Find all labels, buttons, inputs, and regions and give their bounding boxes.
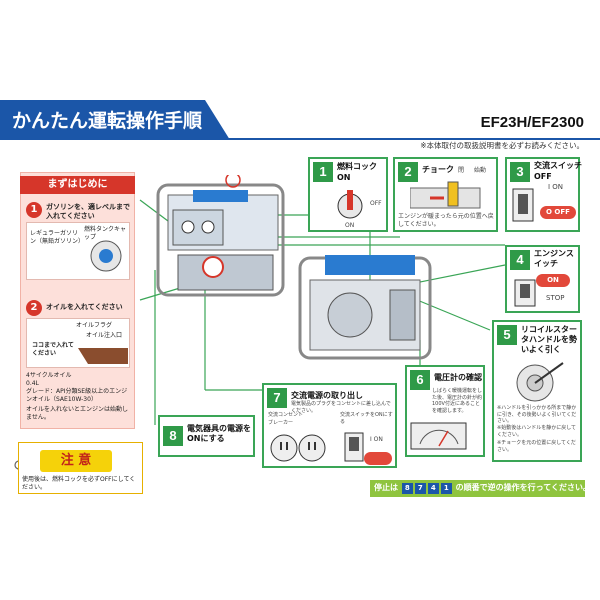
step-7-note: 電気製品のプラグをコンセントに差し込んでください。 — [291, 401, 391, 414]
choke-open-label: 始動 — [474, 167, 487, 174]
step-8-number: 8 — [163, 426, 183, 446]
fuel-cap-icon — [90, 240, 122, 272]
oil-fill-note: ココまで入れてください — [32, 342, 74, 357]
first-step-2-title: オイルを入れてください — [46, 303, 123, 311]
first-step-1-number: 1 — [26, 202, 42, 218]
step-1-off-label: OFF — [370, 200, 382, 207]
recoil-starter-icon — [516, 362, 564, 402]
step-1-state: ON — [337, 173, 351, 182]
caution-title: 注 意 — [60, 453, 92, 468]
ac-switch-on-note: 交流スイッチをONにする — [340, 412, 393, 425]
step-7-switch-pill — [364, 452, 392, 465]
page-title: かんたん運転操作手順 — [12, 110, 203, 132]
step-3-state: OFF — [534, 172, 552, 181]
fuel-cap-label: 燃料タンクキャップ — [84, 226, 127, 241]
recoil-note-1: ※ハンドルを引っかかる所まで静かに引き、その後勢いよく引いてください。 — [497, 405, 577, 424]
ac-switch-off-pill: O OFF — [540, 206, 576, 219]
step-1-on-label: ON — [345, 222, 355, 229]
first-step-1-title: ガソリンを、適レベルまで入れてください — [46, 203, 130, 220]
first-step-2-number: 2 — [26, 300, 42, 316]
choke-note: エンジンが暖まったら元の位置へ戻してください。 — [398, 213, 494, 228]
choke-close-label: 閉 — [458, 167, 465, 174]
model-number: EF23H/EF2300 — [480, 114, 584, 131]
breaker-label: ブレーカー — [268, 420, 294, 426]
step-6-title: 電圧計の確認 — [434, 373, 482, 382]
generator-illustration-front — [156, 175, 285, 297]
oil-warning: オイルを入れないとエンジンは始動しません。 — [26, 406, 129, 421]
engine-switch-icon — [514, 279, 536, 307]
manual-notice: ※本体取付の取扱説明書を必ずお読みください。 — [420, 141, 584, 150]
stop-step-4: 4 — [427, 483, 439, 494]
step-3-title: 交流スイッチ — [534, 161, 582, 170]
fuel-type-note: レギュラーガソリン（無鉛ガソリン） — [30, 230, 85, 245]
caution-tag — [40, 450, 112, 472]
caution-text: 使用後は、燃料コックを必ずOFFにしてください。 — [22, 476, 136, 491]
step-4-title: エンジンスイッチ — [534, 249, 574, 268]
oil-grade: グレード：API分類SE級以上のエンジンオイル（SAE10W-30） — [26, 388, 128, 403]
choke-lever-icon — [410, 181, 481, 209]
oil-plug-label: オイルフラグ — [76, 322, 113, 329]
ac-outlet-icon — [270, 434, 326, 462]
step-6-number: 6 — [410, 370, 430, 390]
voltmeter-icon — [410, 422, 467, 450]
voltmeter-note: しばらく暖機運転をした後、電圧計の針が約100V付近にあることを確認します。 — [432, 388, 483, 414]
stop-step-8: 8 — [401, 483, 413, 494]
ac-switch-small-icon — [344, 432, 364, 462]
header-rule — [0, 138, 600, 140]
step-7-title: 交流電源の取り出し — [291, 391, 363, 400]
stop-step-1: 1 — [440, 483, 452, 494]
header-band — [0, 100, 230, 140]
first-steps-title: まずはじめに — [20, 176, 135, 194]
step-5-title: リコイルスタータハンドルを勢いよく引く — [521, 325, 577, 354]
oil-capacity: 0.4L — [26, 380, 39, 387]
step-2-number: 2 — [398, 162, 418, 182]
step-4-number: 4 — [510, 250, 530, 270]
ac-outlet-label: 交流コンセント — [268, 412, 304, 418]
oil-type: 4サイクルオイル — [26, 372, 72, 379]
ac-switch-icon — [512, 188, 534, 222]
step-3-number: 3 — [510, 162, 530, 182]
recoil-note-3: ※チョークを元の位置に戻してください。 — [497, 440, 576, 453]
engine-switch-stop-label: STOP — [546, 294, 565, 302]
generator-illustration-back — [298, 255, 432, 360]
fuel-cock-icon — [337, 190, 363, 219]
recoil-note-2: ※始動後はハンドルを静かに戻してください。 — [497, 425, 577, 438]
step-1-number: 1 — [313, 162, 333, 182]
ac-switch-on-label: I ON — [548, 183, 564, 191]
step-7-on-label: I ON — [370, 436, 383, 443]
oil-level-label: オイル注入口 — [86, 332, 123, 339]
stop-suffix: の順番で逆の操作を行ってください。 — [455, 483, 591, 492]
step-5-number: 5 — [497, 325, 517, 345]
step-7-number: 7 — [267, 388, 287, 408]
step-1-title: 燃料コック — [337, 162, 377, 171]
oil-tank-icon — [78, 348, 128, 364]
stop-prefix: 停止は — [374, 483, 398, 492]
engine-switch-on-pill: ON — [536, 274, 570, 287]
step-2-title: チョーク — [422, 165, 454, 174]
step-8-title: 電気器具の電源をONにする — [187, 424, 251, 443]
stop-step-7: 7 — [414, 483, 426, 494]
